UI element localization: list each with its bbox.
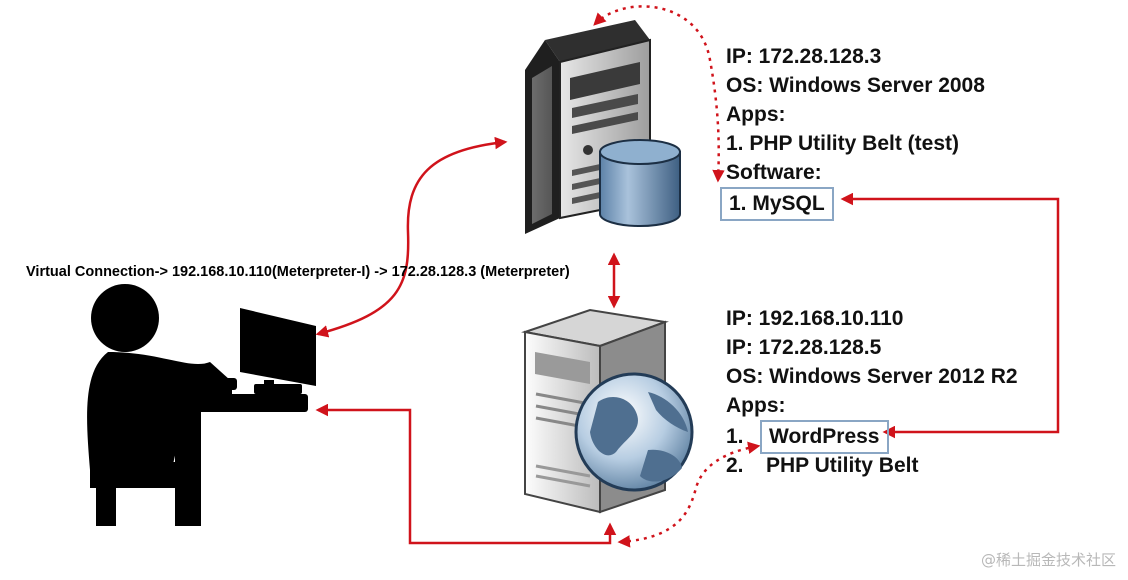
web-server-app-1: 1. WordPress: [726, 420, 1018, 454]
app-number: 1.: [726, 425, 744, 448]
web-server-ip-2: IP: 172.28.128.5: [726, 336, 882, 359]
database-server-icon: [525, 20, 681, 234]
mysql-box: 1. MySQL: [720, 187, 834, 221]
dotted-db-to-info: [593, 5, 725, 183]
db-server-info: IP: 172.28.128.3 OS: Windows Server 2008…: [720, 42, 985, 221]
web-server-apps-heading: Apps:: [726, 394, 786, 417]
db-server-software-heading: Software:: [726, 161, 822, 184]
db-server-ip: IP: 172.28.128.3: [726, 45, 882, 68]
connection-arrows: [315, 5, 1060, 548]
wordpress-box: WordPress: [760, 420, 889, 454]
attacker-at-computer-icon: [87, 284, 316, 526]
dotted-web-to-wordpress: [617, 441, 761, 548]
web-server-info: IP: 192.168.10.110 IP: 172.28.128.5 OS: …: [726, 304, 1018, 480]
web-server-globe-icon: [521, 308, 694, 514]
arrow-attacker-to-db: [315, 136, 508, 338]
arrow-attacker-to-web: [315, 403, 617, 545]
db-server-apps-heading: Apps:: [726, 103, 786, 126]
virtual-connection-label: Virtual Connection-> 192.168.10.110(Mete…: [26, 264, 570, 280]
app-number: 2.: [726, 454, 744, 477]
arrow-mysql-to-wordpress: [840, 192, 1060, 439]
db-server-os: OS: Windows Server 2008: [726, 74, 985, 97]
app-name: PHP Utility Belt: [766, 454, 919, 477]
web-server-app-2: 2. PHP Utility Belt: [726, 451, 1018, 480]
web-server-ip-1: IP: 192.168.10.110: [726, 307, 904, 330]
watermark: @稀土掘金技术社区: [980, 551, 1116, 569]
db-server-app-1: 1. PHP Utility Belt (test): [726, 132, 959, 155]
web-server-os: OS: Windows Server 2012 R2: [726, 365, 1018, 388]
